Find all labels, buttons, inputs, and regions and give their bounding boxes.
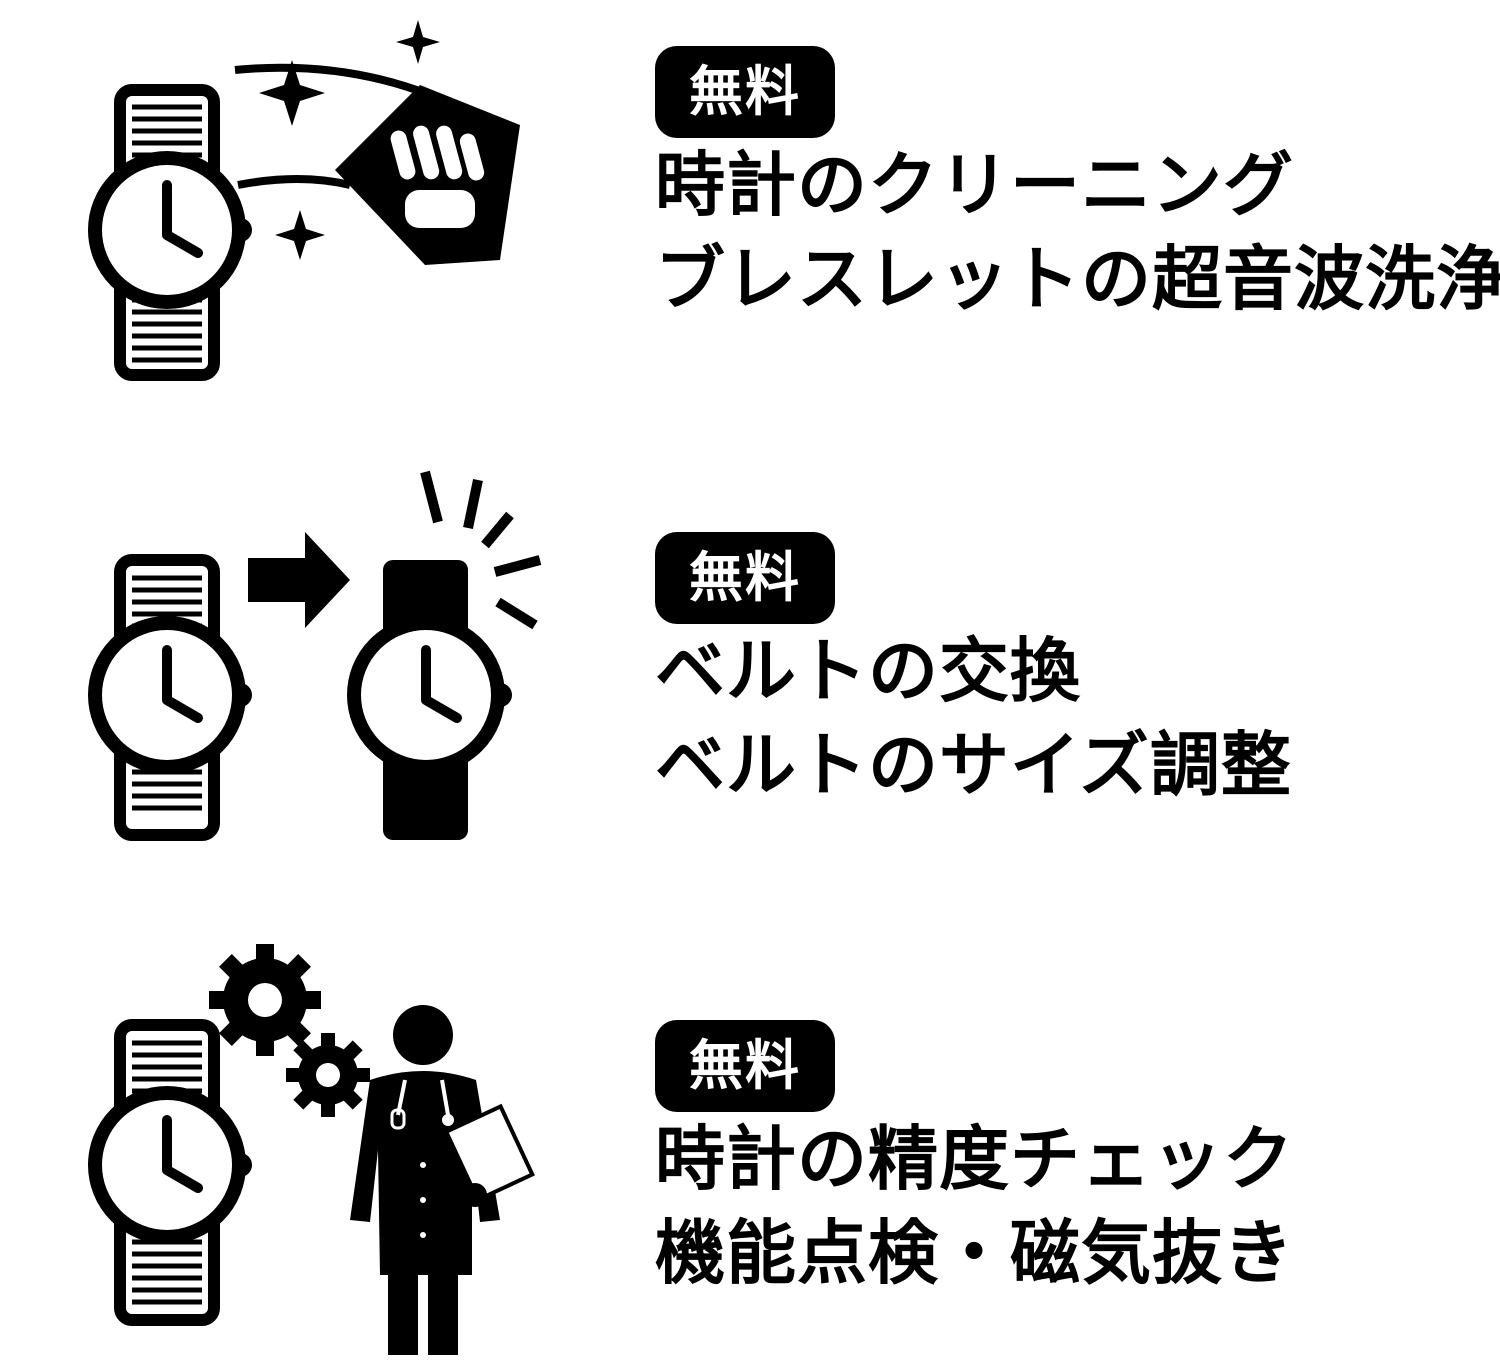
service-title-line-2: ブレスレットの超音波洗浄 <box>655 238 1500 320</box>
service-title-line-1: 時計の精度チェック <box>655 1118 1294 1200</box>
service-text: 無料 時計の精度チェック 機能点検・磁気抜き <box>655 1020 1294 1300</box>
service-title-line-1: ベルトの交換 <box>655 630 1081 712</box>
service-title-line-2: 機能点検・磁気抜き <box>655 1212 1294 1294</box>
service-inspection: 無料 時計の精度チェック 機能点検・磁気抜き <box>0 940 1500 1360</box>
service-belt: 無料 ベルトの交換 ベルトのサイズ調整 <box>0 460 1500 860</box>
service-text: 無料 時計のクリーニング ブレスレットの超音波洗浄 <box>655 46 1500 326</box>
free-badge: 無料 <box>655 532 835 624</box>
service-text: 無料 ベルトの交換 ベルトのサイズ調整 <box>655 532 1292 812</box>
free-badge: 無料 <box>655 46 835 138</box>
service-title-line-1: 時計のクリーニング <box>655 144 1294 226</box>
service-title-line-2: ベルトのサイズ調整 <box>655 724 1292 806</box>
watch-inspection-icon <box>80 940 560 1360</box>
service-cleaning: 無料 時計のクリーニング ブレスレットの超音波洗浄 <box>0 0 1500 430</box>
watch-cleaning-icon <box>80 15 560 395</box>
free-badge: 無料 <box>655 1020 835 1112</box>
belt-exchange-icon <box>80 460 580 850</box>
